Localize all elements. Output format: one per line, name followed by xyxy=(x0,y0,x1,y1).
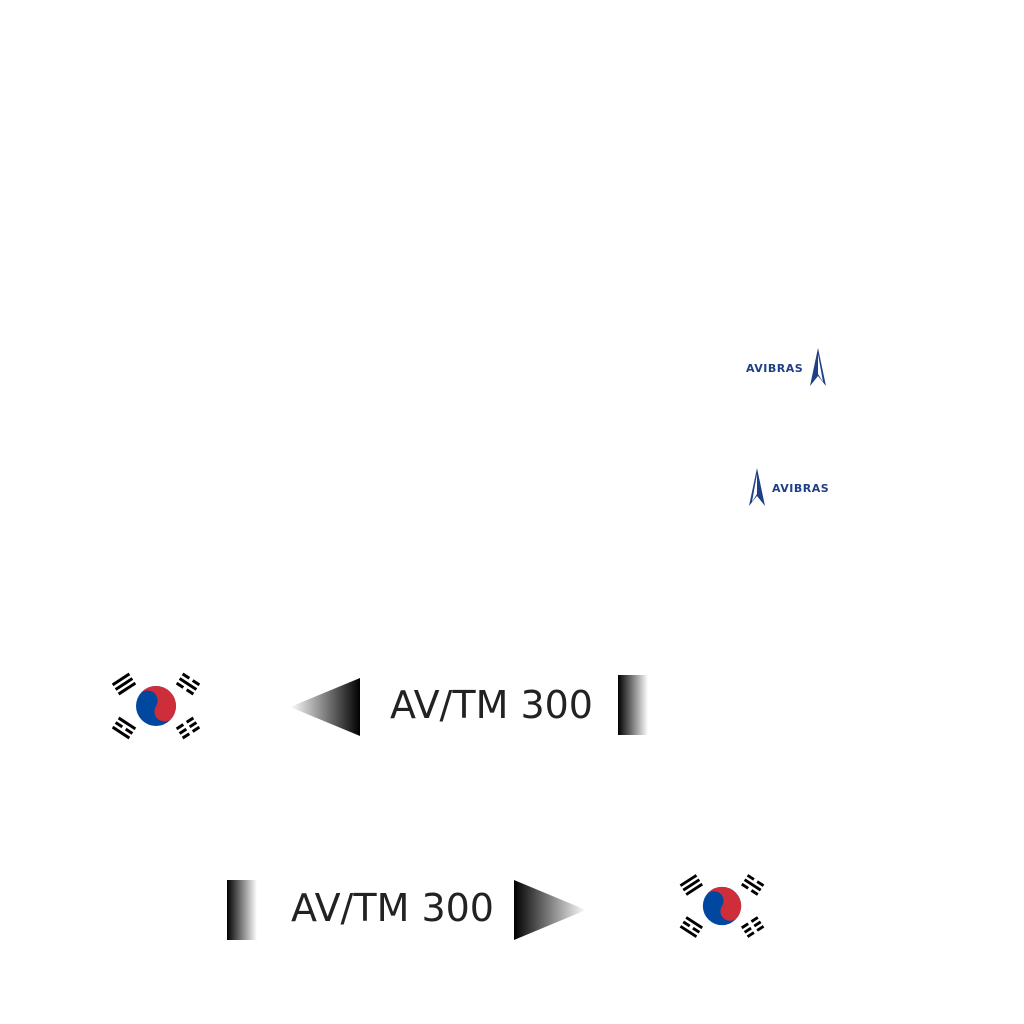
avibras-logo-top: AVIBRAS xyxy=(746,348,827,388)
gradient-bar xyxy=(618,675,648,735)
south-korea-flag-icon xyxy=(111,672,201,740)
avibras-logo-bottom: AVIBRAS xyxy=(748,468,829,508)
rocket-icon xyxy=(810,348,827,386)
avibras-logo-text: AVIBRAS xyxy=(746,361,804,375)
rocket-icon xyxy=(749,468,765,506)
triangle-left-icon xyxy=(290,678,360,736)
avibras-logo-text: AVIBRAS xyxy=(772,481,830,495)
triangle-right-icon xyxy=(514,880,586,940)
product-label-bottom: AV/TM 300 xyxy=(291,886,494,930)
product-label-top: AV/TM 300 xyxy=(390,683,593,727)
south-korea-flag-icon xyxy=(679,874,765,938)
gradient-bar xyxy=(227,880,257,940)
